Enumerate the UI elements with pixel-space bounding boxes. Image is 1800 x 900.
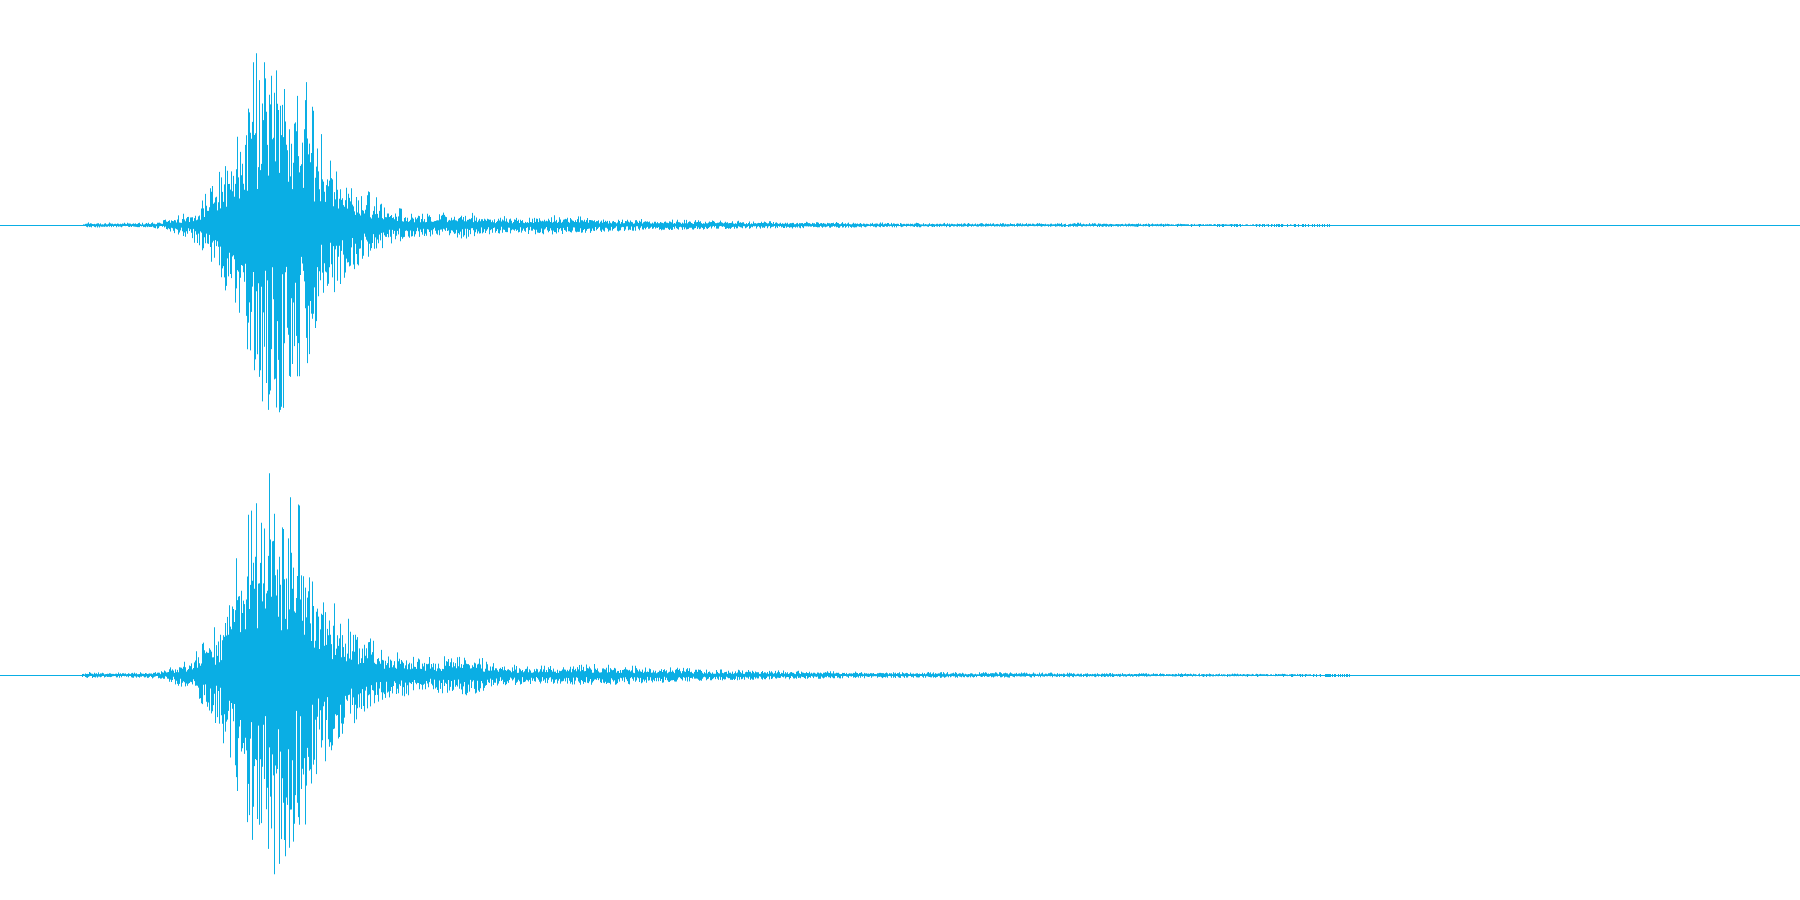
channel-waveform — [83, 53, 1330, 413]
channel-upper[interactable] — [0, 53, 1800, 413]
channel-waveform — [82, 473, 1350, 875]
channel-lower[interactable] — [0, 473, 1800, 875]
